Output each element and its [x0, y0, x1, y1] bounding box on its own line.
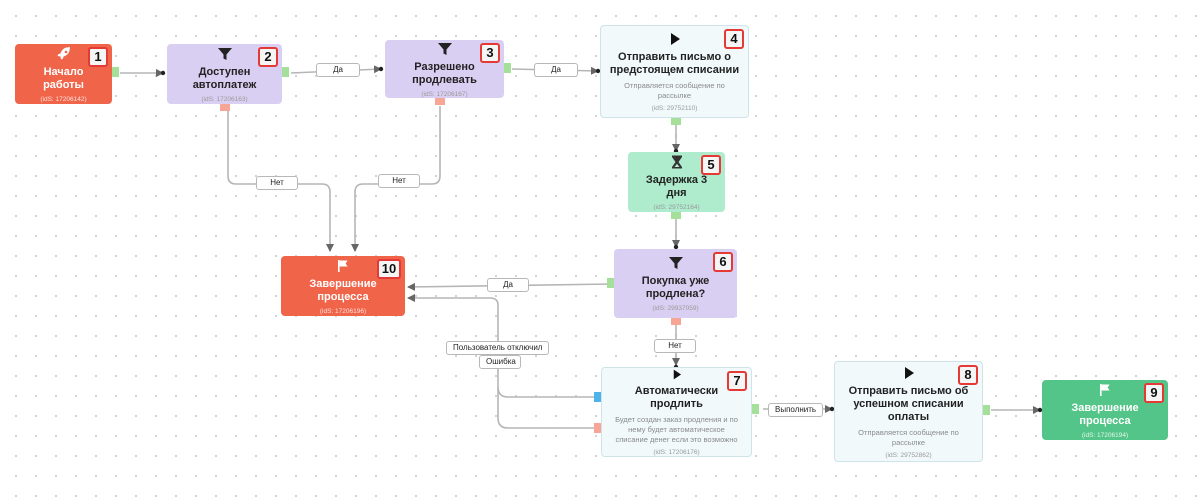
edge-label-yes[interactable]: Да [487, 278, 529, 292]
node-id: (idS: 17206142) [40, 95, 87, 103]
port-fail[interactable] [435, 98, 445, 105]
node-renewal-allowed[interactable]: Разрешено продлевать (idS: 17206167) 3 [385, 40, 504, 98]
node-delay[interactable]: Задержка 3 дня (idS: 29752164) 5 [628, 152, 725, 212]
port-success[interactable] [504, 63, 511, 73]
node-title: Доступен автоплатеж [192, 65, 257, 91]
step-badge: 8 [958, 365, 978, 385]
node-description: Будет создан заказ продления и по нему б… [615, 415, 738, 444]
edge-label-user-disabled[interactable]: Пользователь отключил [446, 341, 550, 355]
node-already-renewed[interactable]: Покупка уже продлена? (idS: 29937059) 6 [614, 249, 737, 318]
edge-label-done[interactable]: Выполнить [768, 403, 824, 417]
node-title: Отправить письмо о предстоящем списании [609, 51, 740, 76]
port-success[interactable] [112, 67, 119, 77]
port-success[interactable] [671, 118, 681, 125]
edge-7-10-b [497, 388, 596, 429]
port-success[interactable] [671, 212, 681, 219]
node-start[interactable]: Начало работы (idS: 17206142) 1 [15, 44, 112, 104]
node-description: Отправляется сообщение по рассылке [858, 427, 959, 447]
node-finish-process-success[interactable]: Завершение процесса (idS: 17206194) 9 [1042, 380, 1168, 440]
port-success[interactable] [752, 404, 759, 414]
node-description: Отправляется сообщение по рассылке [624, 81, 725, 100]
node-autopay-available[interactable]: Доступен автоплатеж (idS: 17206163) 2 [167, 44, 282, 104]
node-title: Покупка уже продлена? [641, 275, 710, 300]
port-user-disabled[interactable] [594, 392, 601, 402]
play-icon [670, 33, 680, 45]
play-icon [673, 369, 681, 380]
anchor-dot [378, 66, 384, 72]
node-auto-renew[interactable]: Автоматически продлить Будет создан зака… [601, 367, 752, 457]
edge-label-yes[interactable]: Да [316, 63, 360, 77]
node-id: (idS: 17206167) [421, 90, 468, 98]
node-title: Завершение процесса [1071, 401, 1139, 427]
filter-icon [217, 47, 232, 60]
hourglass-icon [671, 155, 682, 168]
node-id: (idS: 29937059) [652, 305, 699, 312]
port-success[interactable] [983, 405, 990, 415]
anchor-dot [160, 70, 166, 76]
port-success[interactable] [607, 278, 614, 288]
node-title: Отправить письмо об успешном списании оп… [848, 384, 969, 423]
edge-label-yes[interactable]: Да [534, 63, 578, 77]
step-badge: 7 [727, 371, 747, 391]
step-badge: 9 [1144, 383, 1164, 403]
node-title: Задержка 3 дня [645, 173, 708, 199]
step-badge: 2 [258, 47, 278, 67]
edge-label-error[interactable]: Ошибка [479, 355, 521, 369]
step-badge: 1 [88, 47, 108, 67]
play-icon [904, 366, 914, 379]
node-title: Завершение процесса [309, 277, 377, 303]
port-error[interactable] [594, 423, 601, 433]
edge-label-no[interactable]: Нет [654, 339, 696, 353]
port-fail[interactable] [220, 104, 230, 111]
filter-icon [668, 257, 683, 269]
port-success[interactable] [282, 67, 289, 77]
step-badge: 5 [701, 155, 721, 175]
node-title: Автоматически продлить [634, 385, 719, 410]
node-id: (idS: 17206194) [1081, 431, 1129, 439]
node-send-upcoming-charge-email[interactable]: Отправить письмо о предстоящем списании … [600, 25, 749, 118]
node-finish-process[interactable]: Завершение процесса (idS: 17206196) 10 [281, 256, 405, 316]
node-title: Разрешено продлевать [412, 60, 477, 86]
node-send-success-email[interactable]: Отправить письмо об успешном списании оп… [834, 361, 983, 462]
node-id: (idS: 29752164) [653, 203, 700, 211]
step-badge: 10 [377, 259, 401, 279]
node-id: (idS: 29752110) [651, 105, 698, 112]
edge-label-no[interactable]: Нет [378, 174, 420, 188]
port-fail[interactable] [671, 318, 681, 325]
edge-label-no[interactable]: Нет [256, 176, 298, 190]
node-title: Начало работы [43, 65, 84, 91]
node-id: (idS: 17206196) [319, 307, 367, 315]
node-id: (idS: 17206176) [653, 449, 700, 456]
flag-icon [338, 259, 348, 272]
rocket-icon [57, 46, 70, 59]
step-badge: 6 [713, 252, 733, 272]
step-badge: 3 [480, 43, 500, 63]
node-id: (idS: 17206163) [201, 95, 248, 103]
node-id: (idS: 29752862) [885, 451, 932, 459]
flag-icon [1100, 383, 1110, 396]
step-badge: 4 [724, 29, 744, 49]
filter-icon [437, 42, 452, 55]
